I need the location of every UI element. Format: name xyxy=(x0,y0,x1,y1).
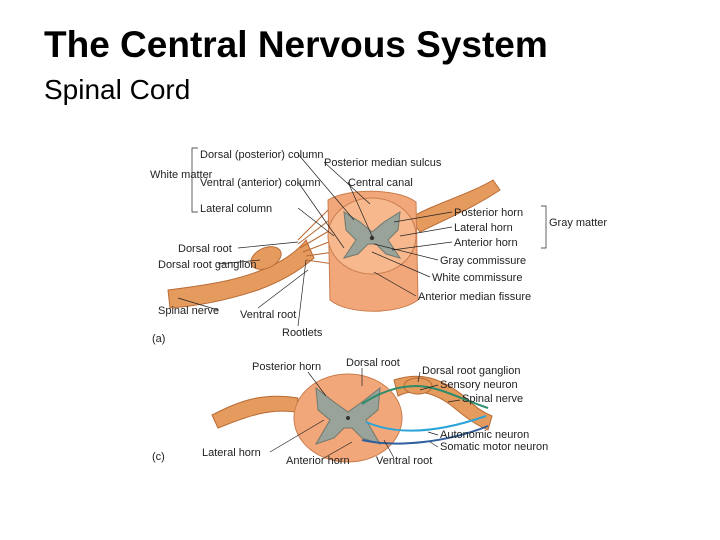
label-anterior-median-fissure: Anterior median fissure xyxy=(418,291,531,303)
label-central-canal: Central canal xyxy=(348,177,413,189)
leader-lines-c xyxy=(269,368,461,459)
label-white-matter: White matter xyxy=(150,169,213,181)
label-dorsal-root-ganglion-a: Dorsal root ganglion xyxy=(158,259,256,271)
label-ventral-column: Ventral (anterior) column xyxy=(200,177,320,189)
label-dorsal-root-c: Dorsal root xyxy=(346,357,400,369)
label-spinal-nerve-a: Spinal nerve xyxy=(158,305,219,317)
label-dorsal-root-ganglion-c: Dorsal root ganglion xyxy=(422,365,520,377)
sensory-neuron-path xyxy=(361,384,489,409)
label-somatic-motor-neuron: Somatic motor neuron xyxy=(440,441,548,453)
slide-subtitle: Spinal Cord xyxy=(44,74,191,105)
label-lateral-horn-c: Lateral horn xyxy=(202,447,261,459)
label-dorsal-root-a: Dorsal root xyxy=(178,243,232,255)
panel-label-a: (a) xyxy=(152,333,165,345)
autonomic-neuron-path xyxy=(365,415,487,432)
central-canal-c xyxy=(346,416,350,420)
slide-title: The Central Nervous System xyxy=(44,24,548,65)
label-anterior-horn-c: Anterior horn xyxy=(286,455,350,467)
label-gray-commissure: Gray commissure xyxy=(440,255,526,267)
label-ventral-root-c: Ventral root xyxy=(376,455,432,467)
gray-matter-a xyxy=(342,211,402,259)
label-lateral-horn-a: Lateral horn xyxy=(454,222,513,234)
label-posterior-median-sulcus: Posterior median sulcus xyxy=(324,157,442,169)
label-gray-matter: Gray matter xyxy=(549,217,607,229)
left-spinal-nerve-a xyxy=(167,239,315,309)
label-spinal-nerve-c: Spinal nerve xyxy=(462,393,523,405)
panel-label-c: (c) xyxy=(152,451,165,463)
label-lateral-column: Lateral column xyxy=(200,203,272,215)
label-sensory-neuron: Sensory neuron xyxy=(440,379,518,391)
label-posterior-horn-a: Posterior horn xyxy=(454,207,523,219)
left-dorsal-root-ganglion-a xyxy=(250,246,282,270)
label-dorsal-column: Dorsal (posterior) column xyxy=(200,149,323,161)
label-autonomic-neuron: Autonomic neuron xyxy=(440,429,529,441)
label-white-commissure: White commissure xyxy=(432,272,522,284)
leader-lines-a xyxy=(177,153,453,327)
spinal-cord-illustration: White matter Dorsal (posterior) column V… xyxy=(150,147,607,467)
label-anterior-horn-a: Anterior horn xyxy=(454,237,518,249)
left-nerve-c xyxy=(211,395,299,429)
label-rootlets: Rootlets xyxy=(282,327,323,339)
spinal-cord-figure: White matter Dorsal (posterior) column V… xyxy=(148,140,628,475)
label-posterior-horn-c: Posterior horn xyxy=(252,361,321,373)
somatic-motor-neuron-path xyxy=(361,425,489,445)
right-spinal-nerve-a xyxy=(409,179,501,233)
label-ventral-root-a: Ventral root xyxy=(240,309,296,321)
central-canal-a xyxy=(369,235,375,241)
